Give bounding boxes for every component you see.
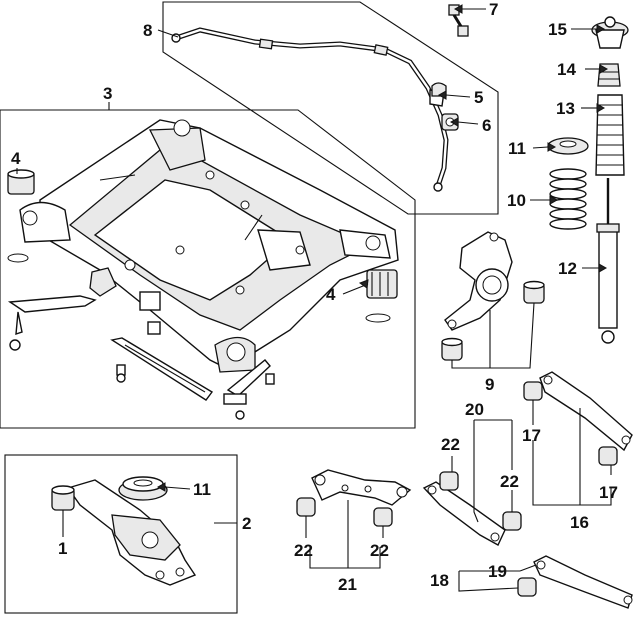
callout-15: 15 [548, 20, 567, 39]
callout-5: 5 [474, 88, 483, 107]
upper-arm-bushing-left [296, 497, 316, 517]
leader-lines [16, 8, 612, 592]
callout-6: 6 [482, 116, 491, 135]
callout-22-upper-left: 22 [294, 541, 313, 560]
trailing-link-bushing-a [523, 381, 543, 401]
callout-11-arm: 11 [193, 480, 211, 499]
callout-17-left: 17 [522, 426, 541, 445]
upper-control-arm [311, 469, 412, 506]
callout-7: 7 [489, 0, 498, 19]
arrowheads [156, 4, 609, 492]
callout-11-strut: 11 [508, 139, 526, 158]
brace-bar [110, 337, 214, 401]
rear-knuckle [444, 231, 513, 331]
upper-arm-bushing-right [373, 507, 393, 527]
callout-21: 21 [338, 575, 357, 594]
lateral-link-bracket [7, 295, 97, 351]
callout-4-left: 4 [11, 149, 21, 168]
knuckle-bushing-upper [523, 280, 545, 304]
callout-16: 16 [570, 513, 589, 532]
stabilizer-bar-group-box [162, 1, 499, 215]
subframe-mount-bushing [89, 267, 161, 335]
callout-13: 13 [556, 99, 575, 118]
callout-22-toe-a: 22 [441, 435, 460, 454]
stabilizer-link [448, 4, 469, 37]
callout-22-upper-right: 22 [370, 541, 389, 560]
stabilizer-bracket [429, 82, 447, 107]
lower-control-arm [66, 479, 197, 586]
callout-1: 1 [58, 539, 67, 558]
callout-4-right: 4 [326, 285, 336, 304]
shock-absorber [596, 178, 620, 344]
callout-2: 2 [242, 514, 251, 533]
subframe-group-box [0, 109, 416, 429]
toe-link [422, 481, 506, 546]
rear-subframe [19, 119, 399, 373]
support-bracket [223, 359, 275, 420]
callout-9: 9 [485, 375, 494, 394]
stabilizer-bar [171, 27, 449, 192]
toe-link-bushing-a [439, 471, 459, 491]
knuckle-bushing-lower [441, 337, 463, 361]
trailing-link-bushing-b [598, 446, 618, 466]
subframe-bushing-left [7, 169, 35, 263]
callout-19: 19 [488, 562, 507, 581]
trailing-link [539, 371, 633, 452]
callout-20: 20 [465, 400, 484, 419]
callout-3: 3 [103, 84, 112, 103]
callout-17-right: 17 [599, 483, 618, 502]
lower-arm-group-box [4, 454, 238, 614]
callout-22-toe-b: 22 [500, 472, 519, 491]
spring-seat [118, 476, 168, 501]
callout-10: 10 [507, 191, 526, 210]
lower-arm-bushing [51, 485, 75, 511]
strut-mount [591, 16, 629, 49]
lateral-link [533, 555, 633, 609]
callout-8: 8 [143, 21, 152, 40]
dust-boot [595, 94, 625, 176]
callout-18: 18 [430, 571, 449, 590]
callout-14: 14 [557, 60, 576, 79]
subframe-bushing-right [365, 269, 398, 323]
toe-link-bushing-b [502, 511, 522, 531]
callout-12: 12 [558, 259, 577, 278]
lateral-link-bushing [517, 577, 537, 597]
